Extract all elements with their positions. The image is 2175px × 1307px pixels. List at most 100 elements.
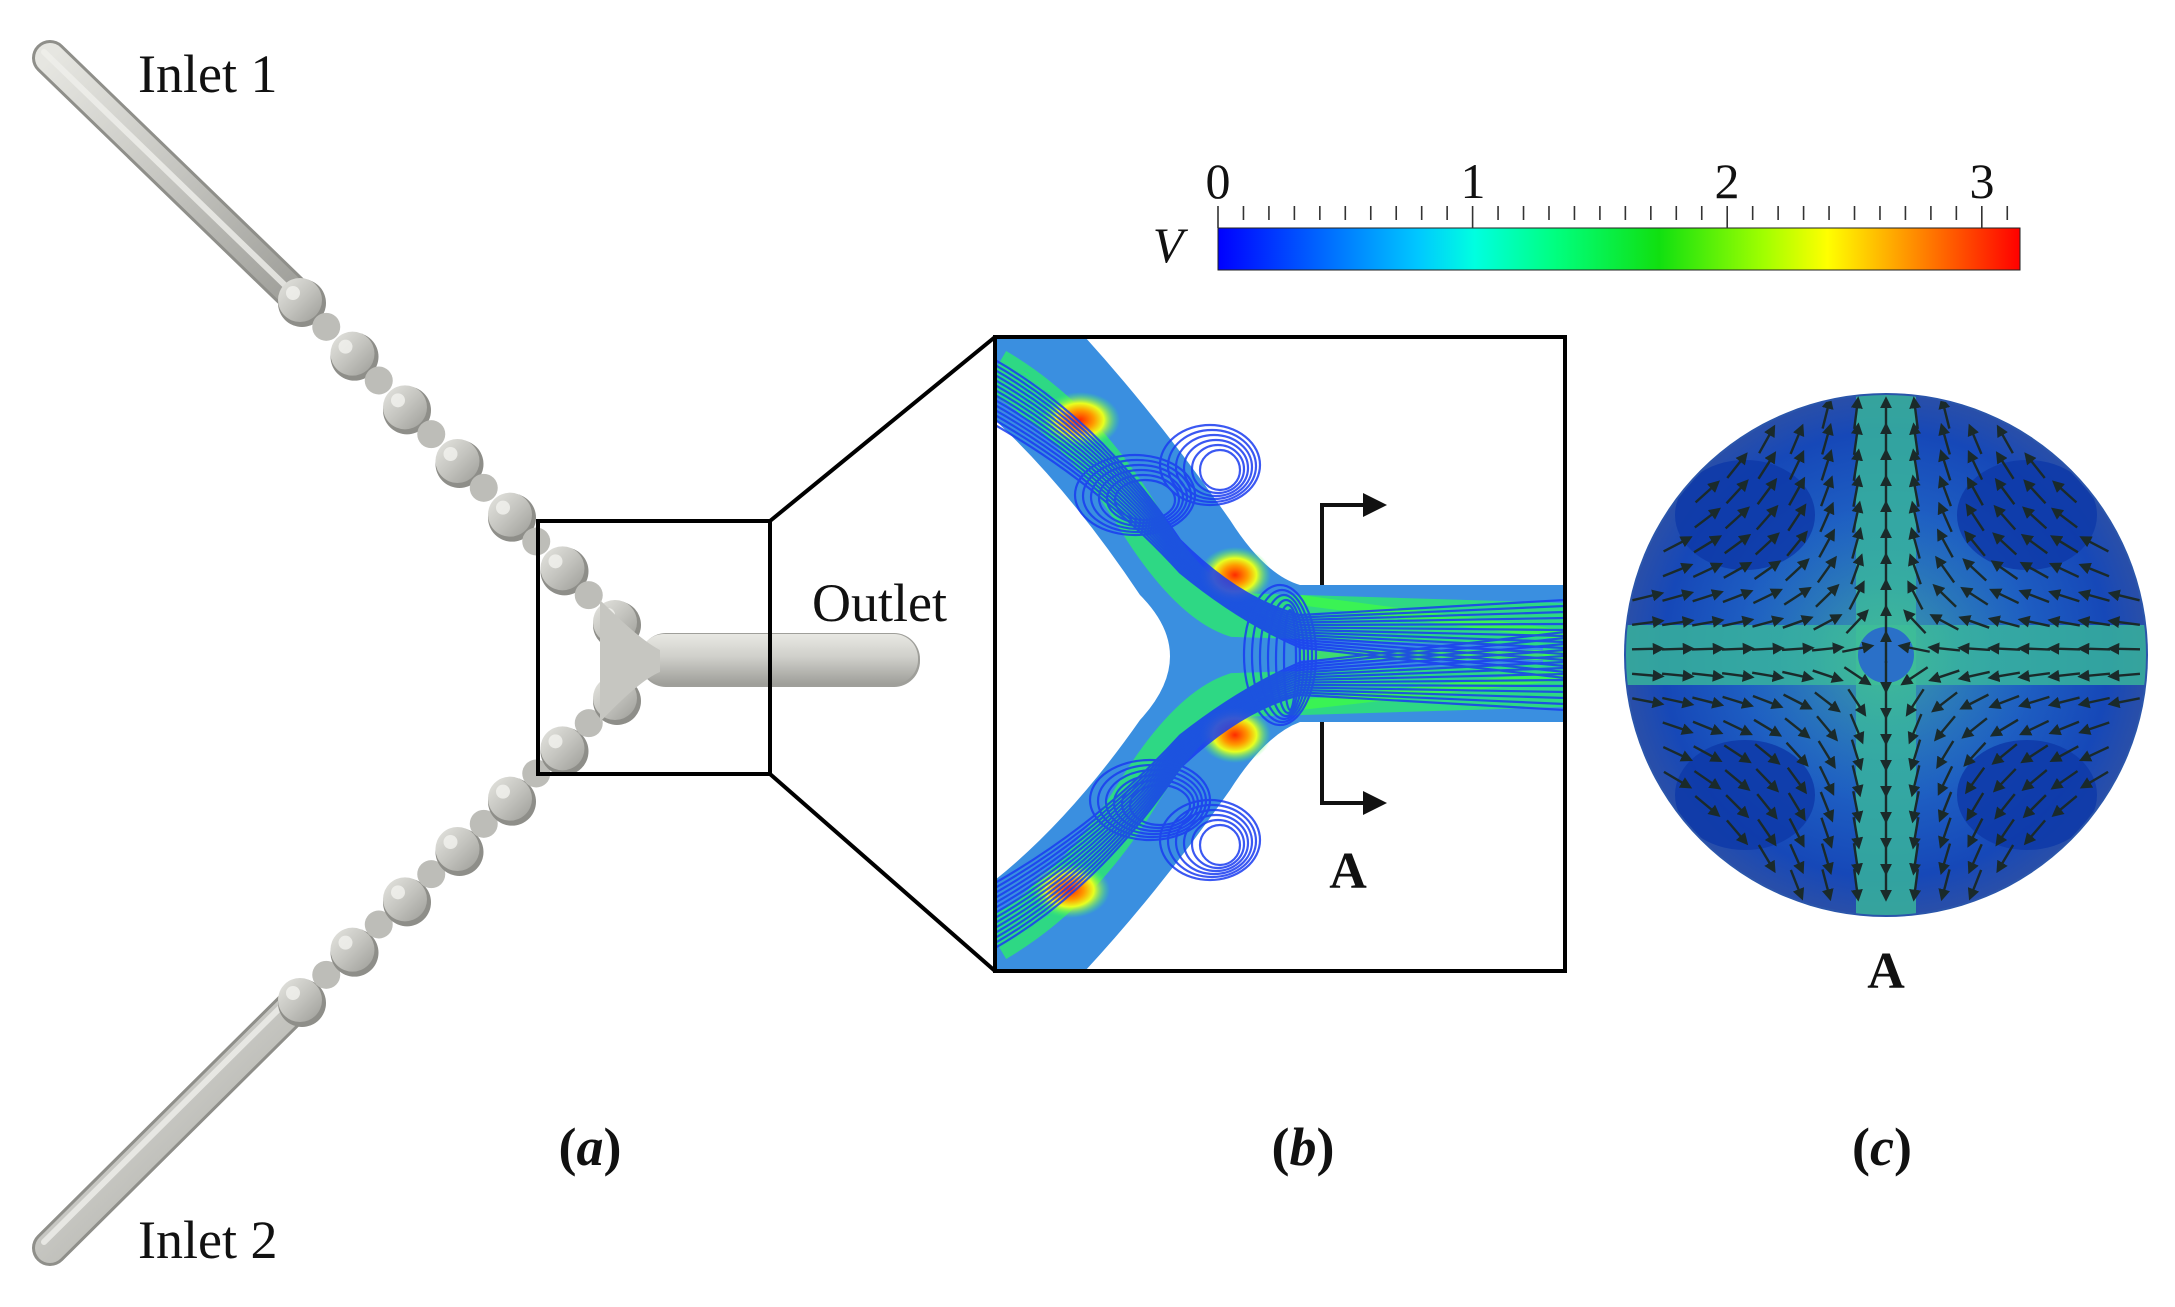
recirculation-loop bbox=[1158, 798, 1262, 882]
velocity-vector bbox=[1964, 766, 1986, 795]
velocity-vector bbox=[2078, 562, 2110, 578]
velocity-vector bbox=[1996, 844, 2015, 874]
pipe-bulge-upper bbox=[364, 366, 393, 395]
velocity-vector bbox=[1937, 501, 1953, 533]
pipe-bulge-lower bbox=[469, 809, 498, 838]
velocity-vector bbox=[2018, 588, 2050, 604]
velocity-vector bbox=[2048, 720, 2080, 736]
velocity-vector bbox=[1933, 715, 1956, 742]
velocity-vector bbox=[1788, 476, 1806, 506]
velocity-vector bbox=[1897, 641, 1930, 654]
streamline bbox=[995, 364, 1565, 619]
velocity-vector bbox=[2077, 616, 2111, 628]
velocity-vector bbox=[1632, 696, 1665, 709]
velocity-vector bbox=[2047, 669, 2081, 682]
velocity-vector bbox=[1819, 501, 1835, 533]
velocity-vector bbox=[1789, 843, 1805, 875]
velocity-vector bbox=[1963, 741, 1987, 767]
velocity-vector bbox=[1957, 670, 1990, 683]
velocity-vector bbox=[2019, 561, 2049, 579]
velocity-vector bbox=[1988, 694, 2020, 710]
velocity-vector bbox=[1692, 589, 1724, 603]
velocity-vector bbox=[1820, 843, 1834, 876]
velocity-vector bbox=[1935, 555, 1956, 584]
velocity-vector bbox=[1662, 696, 1695, 709]
recirculation-loop bbox=[1120, 778, 1196, 830]
recirculation-loop bbox=[1182, 813, 1250, 873]
velocity-vector bbox=[1662, 745, 1694, 762]
section-cut-marker bbox=[1320, 493, 1387, 815]
recirculation-loop bbox=[1113, 478, 1177, 522]
streamline bbox=[995, 409, 1565, 662]
pipe-bulge-upper bbox=[548, 554, 563, 569]
recirculation-loop bbox=[1198, 823, 1242, 867]
velocity-vector bbox=[1722, 695, 1754, 709]
velocity-vector bbox=[1962, 558, 1988, 582]
velocity-vector bbox=[1847, 688, 1867, 717]
velocity-vector bbox=[1931, 691, 1958, 713]
recirculation-loop bbox=[1250, 588, 1314, 724]
pipe-bulge-lower bbox=[312, 960, 341, 989]
velocity-vector bbox=[2020, 744, 2049, 764]
velocity-vector bbox=[1816, 555, 1837, 584]
pipe-bulge-upper bbox=[443, 447, 458, 461]
caption-c-letter: c bbox=[1870, 1117, 1894, 1177]
pipe-bulge-lower bbox=[488, 776, 532, 821]
recirculation-loop bbox=[1158, 423, 1262, 507]
velocity-vector bbox=[2018, 695, 2050, 709]
velocity-vector bbox=[1815, 583, 1840, 608]
zoom-connector-bottom bbox=[768, 772, 997, 973]
velocity-vector bbox=[1726, 452, 1748, 479]
velocity-vector bbox=[1631, 669, 1665, 682]
velocity-vector bbox=[1725, 479, 1749, 505]
streamline bbox=[995, 654, 1565, 904]
velocity-vector bbox=[1817, 740, 1836, 770]
streamline bbox=[995, 419, 1565, 674]
velocity-vector bbox=[2107, 642, 2141, 655]
pipe-bulge-lower bbox=[286, 986, 300, 1000]
caption-b-letter: b bbox=[1290, 1117, 1317, 1177]
velocity-vector bbox=[1785, 741, 1809, 767]
velocity-vector bbox=[2078, 721, 2110, 735]
velocity-vector bbox=[2021, 769, 2048, 791]
velocity-vector bbox=[1757, 451, 1777, 480]
velocity-vector bbox=[1694, 795, 1721, 818]
velocity-vector bbox=[1987, 615, 2020, 628]
velocity-vector bbox=[2107, 669, 2141, 682]
panel-a-geometry bbox=[32, 40, 920, 1266]
streamline bbox=[995, 379, 1565, 627]
velocity-vector bbox=[2107, 616, 2141, 629]
recirculation-loop bbox=[1174, 433, 1254, 501]
recirculation-loop bbox=[1104, 768, 1204, 836]
recirculation-loop bbox=[1112, 773, 1200, 833]
velocity-vector bbox=[1851, 765, 1864, 798]
velocity-vector bbox=[1784, 558, 1810, 582]
panel-c-cross-section bbox=[1624, 393, 2148, 917]
velocity-vector bbox=[1964, 530, 1986, 557]
velocity-vector bbox=[1900, 666, 1929, 686]
velocity-vector bbox=[2048, 589, 2080, 603]
velocity-vector bbox=[1661, 669, 1695, 682]
velocity-vector bbox=[1996, 424, 2014, 454]
velocity-vector bbox=[1757, 818, 1777, 847]
velocity-vector bbox=[1908, 791, 1921, 824]
pipe-bulge-lower bbox=[364, 910, 393, 939]
recirculation-loop bbox=[1089, 463, 1189, 531]
caption-a: (a) bbox=[559, 1117, 622, 1177]
velocity-vector bbox=[1756, 477, 1778, 505]
velocity-vector bbox=[1937, 791, 1953, 823]
velocity-vector bbox=[1818, 528, 1836, 558]
velocity-vector bbox=[1722, 588, 1754, 604]
velocity-vector bbox=[1691, 669, 1725, 682]
velocity-vector bbox=[1849, 713, 1865, 745]
velocity-vector bbox=[1851, 816, 1864, 850]
velocity-vector bbox=[1842, 641, 1875, 654]
velocity-vector bbox=[1811, 642, 1845, 655]
streamline bbox=[995, 414, 1565, 668]
velocity-vector bbox=[1848, 580, 1865, 610]
velocity-vector bbox=[1692, 615, 1725, 628]
colorbar-tick-label: 3 bbox=[1970, 153, 1995, 209]
velocity-vector bbox=[1938, 817, 1952, 849]
velocity-vector bbox=[1786, 530, 1808, 557]
